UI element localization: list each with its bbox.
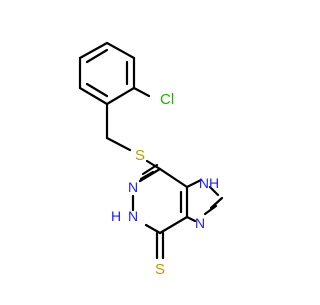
benzene-bond: [105, 41, 136, 60]
sulfur-atom-label: S: [135, 147, 145, 164]
imidazole-bond: [185, 215, 197, 223]
ch2-s-bond: [105, 136, 132, 152]
pyridazine-n-label: N: [128, 179, 138, 195]
background: [0, 0, 300, 300]
imidazole-nh-label: NH: [199, 175, 219, 191]
ring-double-bond: [139, 170, 155, 181]
imidazole-bond: [185, 178, 203, 189]
chlorine-atom-label: Cl: [160, 91, 174, 108]
pyridazine-nh-label: N: [128, 208, 138, 224]
imidazole-double-bond: [209, 196, 224, 210]
pyridazine-hydrogen-label: H: [111, 208, 121, 224]
structure-canvas: Cl S NH N N N H S: [0, 0, 300, 300]
c-cl-bond: [132, 86, 151, 98]
benzene-bond: [78, 86, 109, 106]
ring-double-bond: [141, 163, 159, 176]
imidazole-n-label: N: [195, 215, 205, 231]
ring-bond: [158, 215, 189, 235]
s-c-bond: [145, 159, 162, 171]
benzene-bond: [78, 41, 109, 60]
thione-sulfur-label: S: [155, 261, 165, 278]
bond-group: [78, 41, 224, 260]
benzene-double-bond: [85, 48, 109, 64]
benzene-double-bond: [85, 82, 109, 98]
ring-bond: [158, 167, 189, 189]
imidazole-bond: [203, 204, 218, 216]
ring-bond: [144, 223, 162, 235]
chemical-structure: Cl S NH N N N H S: [0, 0, 300, 300]
imidazole-bond: [208, 185, 220, 197]
benzene-bond: [105, 86, 136, 106]
